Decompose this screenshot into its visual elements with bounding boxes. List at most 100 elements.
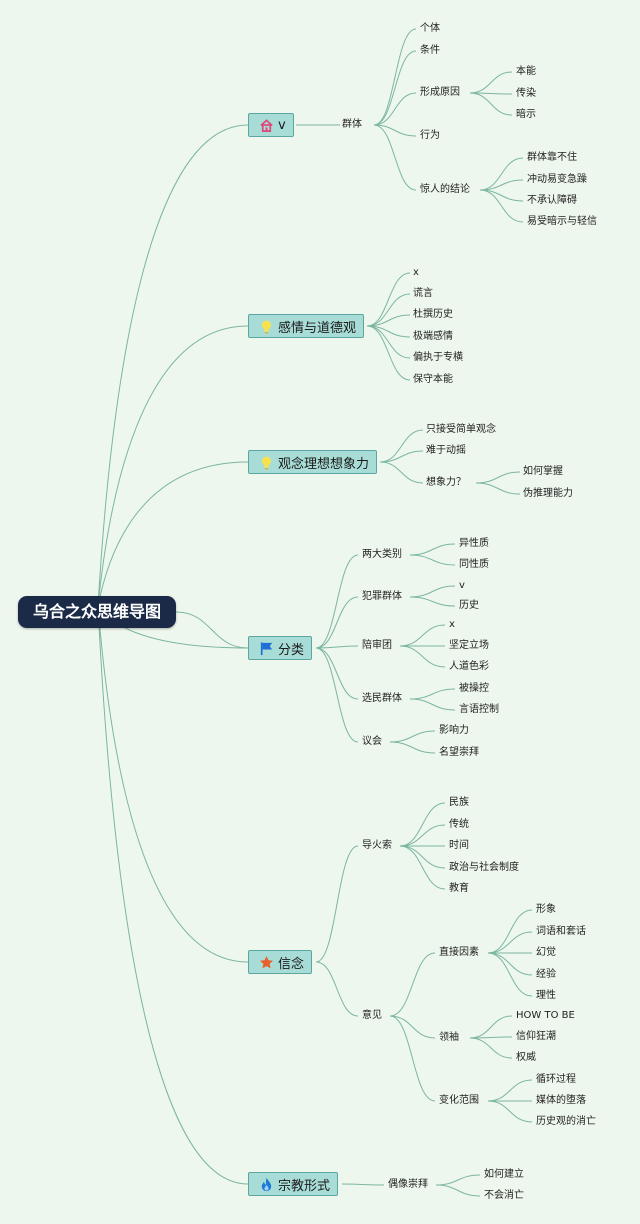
connector-line: [487, 952, 533, 997]
connector-line: [366, 325, 411, 381]
subtopic-label[interactable]: v: [459, 580, 465, 591]
subtopic-label[interactable]: 历史: [459, 600, 479, 611]
connector-line: [435, 1184, 481, 1197]
connector-line: [469, 1037, 513, 1059]
subtopic-label[interactable]: 坚定立场: [449, 640, 489, 651]
subtopic-label[interactable]: 难于动摇: [426, 445, 466, 456]
subtopic-label[interactable]: 经验: [536, 969, 556, 980]
subtopic-label[interactable]: 形成原因: [420, 87, 460, 98]
subtopic-label[interactable]: x: [413, 267, 419, 278]
subtopic-label[interactable]: 如何掌握: [523, 466, 563, 477]
subtopic-label[interactable]: 被操控: [459, 683, 489, 694]
connector-line: [389, 730, 436, 743]
subtopic-label[interactable]: x: [449, 619, 455, 630]
subtopic-label[interactable]: 传统: [449, 819, 469, 830]
root-topic[interactable]: 乌合之众思维导图: [18, 596, 176, 628]
subtopic-label[interactable]: 同性质: [459, 559, 489, 570]
topic-ideas-imagination[interactable]: 观念理想想象力: [248, 450, 378, 474]
subtopic-label[interactable]: 名望崇拜: [439, 747, 479, 758]
subtopic-label[interactable]: 意见: [362, 1010, 382, 1021]
connector-line: [399, 845, 446, 890]
subtopic-label[interactable]: 政治与社会制度: [449, 862, 519, 873]
topic-religious-form[interactable]: 宗教形式: [248, 1172, 339, 1196]
subtopic-label[interactable]: 媒体的堕落: [536, 1095, 586, 1106]
connector-line: [315, 647, 359, 743]
subtopic-label[interactable]: 变化范围: [439, 1095, 479, 1106]
connector-line: [409, 543, 456, 556]
connector-line: [399, 845, 446, 869]
subtopic-label[interactable]: 个体: [420, 23, 440, 34]
connector-line: [373, 50, 417, 126]
topic-emotion-morality[interactable]: 感情与道德观: [248, 314, 365, 338]
subtopic-label[interactable]: 冲动易变急躁: [527, 174, 587, 185]
subtopic-label[interactable]: 传染: [516, 88, 536, 99]
subtopic-label[interactable]: 群体: [342, 119, 362, 130]
subtopic-label[interactable]: 领袖: [439, 1032, 459, 1043]
subtopic-label[interactable]: 幻觉: [536, 947, 556, 958]
connector-line: [479, 157, 524, 191]
subtopic-label[interactable]: 暗示: [516, 109, 536, 120]
connector-line: [315, 647, 359, 700]
subtopic-label[interactable]: 影响力: [439, 725, 469, 736]
topic-v[interactable]: v: [248, 113, 294, 137]
connector-line: [399, 624, 446, 647]
subtopic-label[interactable]: 保守本能: [413, 374, 453, 385]
subtopic-label[interactable]: 群体靠不住: [527, 152, 577, 163]
subtopic-label[interactable]: 偶像崇拜: [388, 1179, 428, 1190]
subtopic-label[interactable]: 导火索: [362, 840, 392, 851]
connector-line: [97, 605, 249, 963]
subtopic-label[interactable]: 陪审团: [362, 640, 392, 651]
connector-line: [435, 1174, 481, 1186]
subtopic-label[interactable]: 不承认障碍: [527, 195, 577, 206]
subtopic-label[interactable]: 直接因素: [439, 947, 479, 958]
subtopic-label[interactable]: 循环过程: [536, 1074, 576, 1085]
connector-line: [373, 124, 417, 137]
subtopic-label[interactable]: 犯罪群体: [362, 591, 402, 602]
subtopic-label[interactable]: 行为: [420, 130, 440, 141]
subtopic-label[interactable]: 形象: [536, 904, 556, 915]
subtopic-label[interactable]: 惊人的结论: [420, 184, 470, 195]
lightbulb-icon: [258, 318, 274, 334]
subtopic-label[interactable]: 言语控制: [459, 704, 499, 715]
subtopic-label[interactable]: 异性质: [459, 538, 489, 549]
topic-classification[interactable]: 分类: [248, 636, 313, 660]
connector-line: [315, 845, 359, 963]
connector-line: [389, 741, 436, 754]
subtopic-label[interactable]: 想象力？: [426, 477, 466, 488]
subtopic-label[interactable]: 易受暗示与轻信: [527, 216, 597, 227]
subtopic-label[interactable]: 选民群体: [362, 693, 402, 704]
topic-belief[interactable]: 信念: [248, 950, 313, 974]
connector-line: [373, 28, 417, 126]
connector-line: [366, 293, 411, 327]
connector-line: [97, 325, 249, 607]
subtopic-label[interactable]: 伪推理能力: [523, 488, 573, 499]
subtopic-label[interactable]: 谎言: [413, 288, 433, 299]
subtopic-label[interactable]: 极端感情: [413, 331, 453, 342]
subtopic-label[interactable]: 理性: [536, 990, 556, 1001]
subtopic-label[interactable]: 条件: [420, 45, 440, 56]
subtopic-label[interactable]: 词语和套话: [536, 926, 586, 937]
subtopic-label[interactable]: 历史观的消亡: [536, 1116, 596, 1127]
subtopic-label[interactable]: 信仰狂潮: [516, 1031, 556, 1042]
subtopic-label[interactable]: 偏执于专横: [413, 352, 463, 363]
connector-line: [475, 471, 521, 484]
topic-label: 分类: [278, 642, 305, 658]
subtopic-label[interactable]: 议会: [362, 736, 382, 747]
subtopic-label[interactable]: 两大类别: [362, 549, 402, 560]
subtopic-label[interactable]: 教育: [449, 883, 469, 894]
subtopic-label[interactable]: 不会消亡: [484, 1190, 524, 1201]
subtopic-label[interactable]: 如何建立: [484, 1169, 524, 1180]
subtopic-label[interactable]: 人道色彩: [449, 661, 489, 672]
connector-line: [475, 482, 521, 495]
subtopic-label[interactable]: 本能: [516, 66, 536, 77]
connector-line: [97, 124, 249, 607]
subtopic-label[interactable]: 民族: [449, 797, 469, 808]
subtopic-label[interactable]: 只接受简单观念: [426, 424, 496, 435]
connector-line: [487, 931, 533, 954]
subtopic-label[interactable]: 时间: [449, 840, 469, 851]
subtopic-label[interactable]: HOW TO BE: [516, 1010, 575, 1021]
connector-line: [479, 189, 524, 223]
subtopic-label[interactable]: 权威: [516, 1052, 536, 1063]
subtopic-label[interactable]: 杜撰历史: [413, 309, 453, 320]
